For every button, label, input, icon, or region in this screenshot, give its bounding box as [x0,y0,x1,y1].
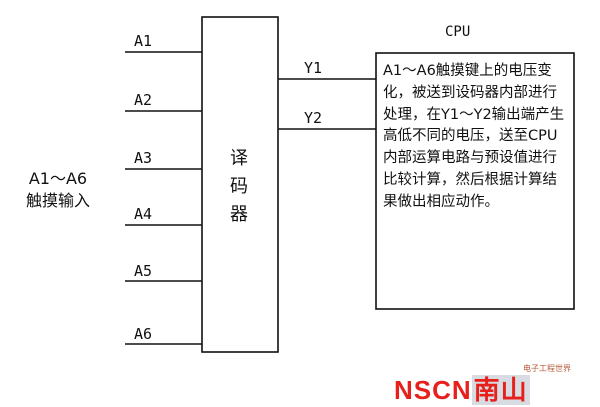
input-label-a1: A1 [134,32,153,50]
touch-input-group-label-line: A1～A6 [28,169,88,188]
input-label-a5: A5 [134,262,153,280]
input-label-a6: A6 [134,325,153,343]
site-logo: NSCN南山 [394,370,530,407]
logo-text: NSCN [394,375,472,405]
watermark-small-text: 电子工程世界 [523,364,571,373]
cpu-label: CPU [445,24,471,40]
output-label-y1: Y1 [304,59,323,77]
decoder-label-char: 译 [230,148,248,169]
input-label-a3: A3 [134,149,153,167]
touch-input-group-label: A1～A6 触摸输入 [18,168,98,212]
touch-input-group-label-line: 触摸输入 [25,191,90,210]
output-label-y2: Y2 [304,109,323,127]
cpu-description: A1～A6触摸键上的电压变化，被送到设码器内部进行处理，在Y1～Y2输出端产生高… [383,63,565,210]
input-label-a2: A2 [134,91,153,109]
decoder-block [201,16,279,353]
logo-cn-text: 南山 [471,375,530,405]
decoder-label-char: 器 [230,204,248,225]
input-label-a4: A4 [134,205,153,223]
cpu-block [375,52,575,310]
decoder-label: 译码器 [228,145,250,229]
decoder-label-char: 码 [230,176,248,197]
